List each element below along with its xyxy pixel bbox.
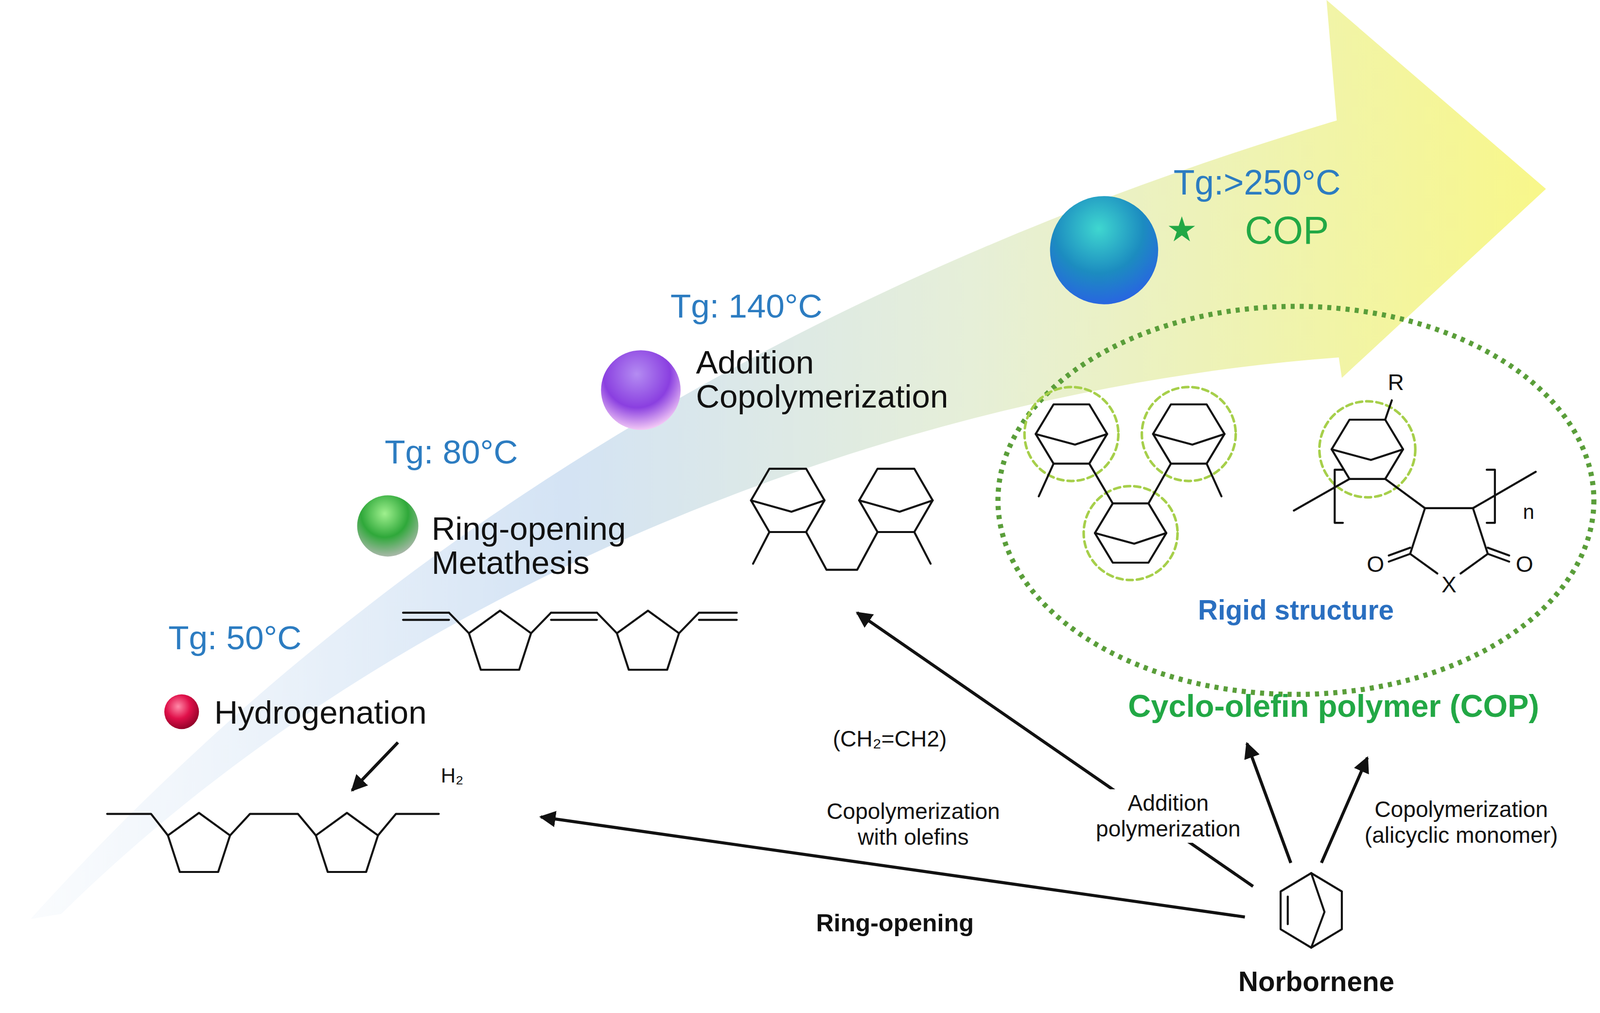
chemical-structures (106, 386, 1536, 948)
bond (403, 611, 449, 614)
bond (229, 813, 317, 836)
bond (316, 812, 379, 872)
bond (751, 500, 825, 512)
node-text: COP (1245, 208, 1330, 253)
bond (1038, 463, 1054, 496)
bond (1389, 547, 1411, 556)
bond (1089, 463, 1113, 504)
bond (1311, 872, 1325, 948)
rigid-unit-circle (1083, 486, 1178, 581)
bond (753, 531, 770, 564)
bond (1410, 508, 1489, 554)
bond (1153, 404, 1225, 464)
bond (699, 611, 738, 614)
bond (1153, 433, 1225, 445)
bond (1148, 463, 1171, 504)
progress-arrow (30, 0, 1547, 919)
bond (1334, 469, 1343, 523)
bond (1206, 463, 1222, 496)
bond (469, 610, 532, 670)
tg-value: Tg: 50°C (168, 618, 302, 658)
bond (1293, 478, 1350, 511)
bond (859, 468, 933, 532)
node-text: Hydrogenation (214, 693, 427, 731)
bond (550, 618, 597, 621)
rigid-unit-circle (1142, 386, 1236, 481)
node-text: Addition Copolymerization (695, 345, 997, 414)
bond (1094, 503, 1167, 563)
tg-metathesis-stage: Tg: 80°C Ring-opening Metathesis (351, 428, 745, 689)
tg-hydrogenation-stage: Tg: 50°C Hydrogenation (102, 612, 485, 883)
bond (1385, 400, 1392, 420)
tg-addition-stage: Tg: 140°C Addition Copolymerization (591, 280, 1000, 577)
sphere-purple (600, 350, 681, 430)
node-text: Ring-opening Metathesis (431, 511, 687, 581)
node-text: Rigid structure (1197, 594, 1394, 626)
edge-label: H₂ (440, 763, 464, 788)
bond (106, 813, 168, 836)
bond (859, 500, 933, 512)
comonomer-note: (CH₂=CH2) (832, 725, 948, 752)
bond (1280, 872, 1342, 948)
bond (1094, 532, 1167, 544)
bond (1035, 433, 1108, 445)
tg-value: Tg:>250°C (1173, 162, 1341, 203)
sphere-red (164, 694, 199, 729)
bond (530, 612, 551, 633)
atom-label: O (1366, 551, 1385, 578)
atom-label: n (1522, 500, 1534, 524)
rigid-unit-circle (1024, 386, 1119, 481)
bond (1410, 553, 1438, 574)
bond (1331, 449, 1404, 460)
bond (550, 611, 597, 614)
bond (1460, 553, 1488, 574)
edge-label: Copolymerization (alicyclic monomer) (1351, 796, 1571, 848)
tg-value: Tg: 80°C (384, 432, 518, 472)
sphere-blue (1050, 195, 1159, 305)
bond (167, 812, 230, 872)
bond (597, 612, 617, 633)
bond (377, 813, 439, 836)
bond (1286, 896, 1289, 925)
bond (616, 610, 680, 670)
node-text: Cyclo-olefin polymer (COP) (1127, 687, 1540, 725)
bond (1035, 404, 1108, 464)
bond (1385, 478, 1425, 509)
norbornene-monomer: Norbornene (1235, 865, 1398, 1009)
atom-label: O (1515, 551, 1534, 578)
edge-label: Ring-opening (815, 908, 974, 937)
bond (679, 612, 700, 633)
atom-label: X (1441, 571, 1457, 598)
rigid-structure-region: Rigid structureCyclo-olefin polymer (COP… (998, 302, 1595, 730)
atom-label: R (1388, 369, 1405, 396)
node-text: ★ (1166, 209, 1198, 249)
rigid-structure-outline (998, 306, 1595, 695)
bond (448, 612, 469, 633)
bond (751, 468, 825, 532)
bond (914, 531, 932, 564)
edge-label: Copolymerization with olefins (803, 798, 1023, 850)
reaction-arrow (351, 742, 398, 791)
bond (1487, 547, 1510, 556)
bond (699, 618, 738, 621)
bond (806, 531, 878, 570)
tg-cop-stage: Tg:>250°C ★ COP (1045, 153, 1404, 307)
bond (403, 618, 449, 621)
reaction-arrow (1321, 757, 1368, 863)
edge-label: Addition polymerization (1078, 789, 1258, 843)
tg-value: Tg: 140°C (670, 286, 823, 326)
sphere-green (357, 494, 419, 557)
node-text: Norbornene (1238, 965, 1395, 998)
